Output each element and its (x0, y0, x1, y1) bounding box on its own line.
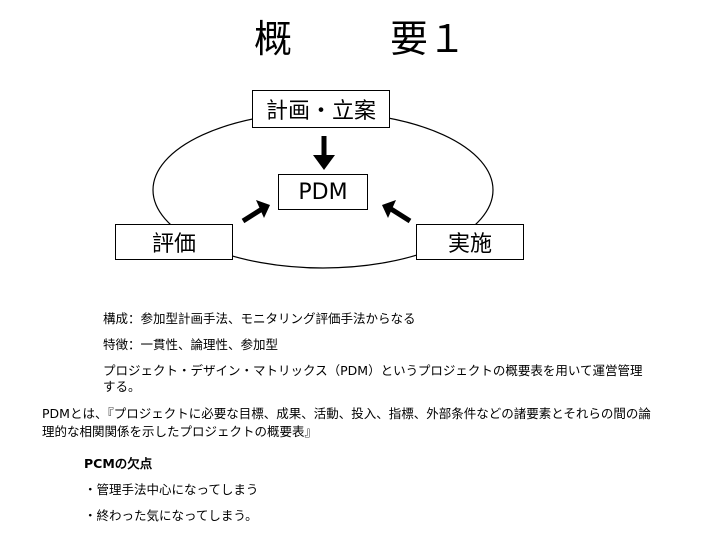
arrow-plan-to-pdm (313, 136, 335, 170)
pdm-box: PDM (278, 174, 368, 210)
pcm-flaw-item: ・終わった気になってしまう。 (84, 508, 258, 523)
pdm-definition-line-2: 理的な相関関係を示したプロジェクトの概要表』 (42, 424, 318, 439)
plan-label: 計画・立案 (265, 99, 376, 124)
implementation-label: 実施 (447, 232, 492, 257)
pdm-definition-line-1: PDMとは、『プロジェクトに必要な目標、成果、活動、投入、指標、外部条件などの諸… (42, 406, 651, 421)
arrow-impl-to-pdm (382, 200, 412, 224)
title-left: 概 (254, 17, 293, 61)
title-right: 要１ (390, 17, 467, 61)
implementation-box: 実施 (416, 224, 524, 260)
pcm-flaws-heading: PCMの欠点 (84, 456, 153, 471)
evaluation-box: 評価 (115, 224, 233, 260)
features-text: 特徴：一貫性、論理性、参加型 (103, 337, 279, 352)
composition-text: 構成：参加型計画手法、モニタリング評価手法からなる (103, 311, 416, 326)
pdm-label: PDM (298, 179, 348, 205)
arrow-eval-to-pdm (241, 200, 270, 224)
pcm-flaw-item: ・管理手法中心になってしまう (84, 482, 259, 497)
pdm-description-line-1: プロジェクト・デザイン・マトリックス（PDM）というプロジェクトの概要表を用いて… (103, 363, 643, 378)
pdm-description-line-2: する。 (103, 379, 141, 394)
evaluation-label: 評価 (151, 232, 196, 257)
plan-box: 計画・立案 (252, 90, 390, 128)
page-title: 概 要１ (0, 14, 720, 64)
